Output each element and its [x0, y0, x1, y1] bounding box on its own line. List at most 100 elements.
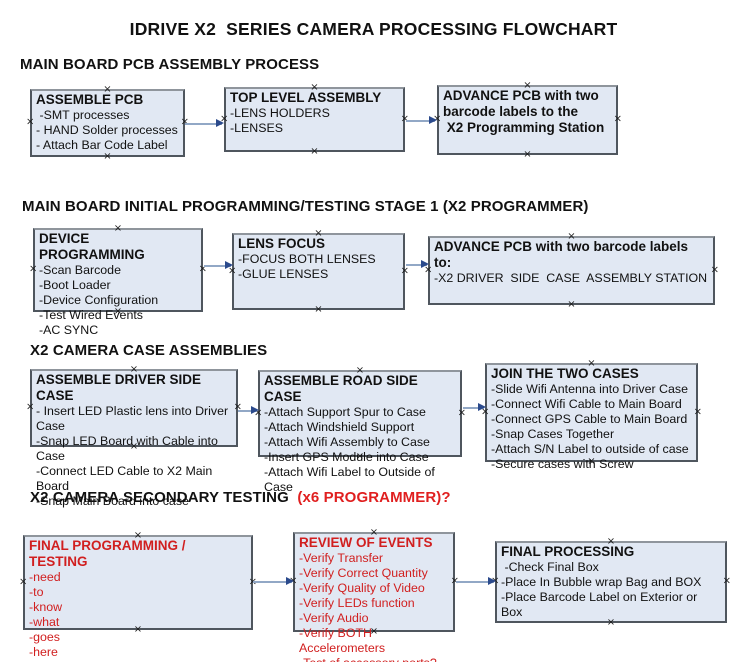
section-header-initial-programming: MAIN BOARD INITIAL PROGRAMMING/TESTING S…	[22, 198, 589, 215]
arrowhead-icon	[225, 261, 233, 269]
connection-handle-icon[interactable]: ×	[450, 575, 459, 587]
flow-box-final-programming-testing[interactable]: FINAL PROGRAMMING / TESTING -need-to-kno…	[19, 530, 257, 660]
connection-handle-icon[interactable]: ×	[523, 80, 532, 91]
connection-handle-icon[interactable]: ×	[355, 365, 365, 376]
connector-arrow[interactable]	[463, 403, 486, 411]
box-item: -Connect Wifi Cable to Main Board	[491, 397, 682, 411]
connection-handle-icon[interactable]: ×	[198, 263, 207, 275]
connection-handle-icon[interactable]: ×	[133, 624, 143, 635]
connection-handle-icon[interactable]: ×	[457, 407, 466, 419]
flow-box-top-level-assembly[interactable]: TOP LEVEL ASSEMBLY -LENS HOLDERS-LENSES …	[220, 82, 409, 157]
box-item: -Verify LEDs function	[299, 596, 415, 610]
box-title: JOIN THE TWO CASES	[491, 366, 639, 381]
connection-handle-icon[interactable]: ×	[693, 406, 702, 418]
connection-handle-icon[interactable]: ×	[400, 113, 409, 125]
box-item: - Attach Bar Code Label	[36, 138, 168, 152]
connection-handle-icon[interactable]: ×	[722, 575, 731, 587]
connection-handle-icon[interactable]: ×	[314, 304, 323, 315]
connector-arrow[interactable]	[406, 260, 429, 268]
box-items: - Insert LED Plastic lens into Driver Ca…	[36, 404, 232, 509]
connection-handle-icon[interactable]: ×	[355, 451, 365, 462]
connection-handle-icon[interactable]: ×	[613, 113, 622, 125]
flow-box-assemble-road-side-case[interactable]: ASSEMBLE ROAD SIDE CASE -Attach Support …	[254, 365, 466, 495]
connection-handle-icon[interactable]: ×	[181, 117, 189, 127]
connection-handle-icon[interactable]: ×	[129, 364, 139, 375]
connection-handle-icon[interactable]: ×	[400, 265, 409, 277]
box-item: -Attach S/N Label to outside of case	[491, 442, 689, 456]
connection-handle-icon[interactable]: ×	[369, 626, 379, 637]
box-title: ASSEMBLE DRIVER SIDE CASE	[36, 372, 205, 403]
arrowhead-icon	[429, 116, 437, 124]
box-item: -Attach Wifi Assembly to Case	[264, 435, 430, 449]
flow-box-review-of-events[interactable]: REVIEW OF EVENTS -Verify Transfer-Verify…	[289, 527, 459, 662]
connection-handle-icon[interactable]: ×	[310, 82, 319, 93]
connection-handle-icon[interactable]: ×	[433, 113, 442, 125]
connection-handle-icon[interactable]: ×	[587, 456, 596, 467]
box-title: TOP LEVEL ASSEMBLY	[230, 90, 382, 105]
box-items: -X2 DRIVER SIDE CASE ASSEMBLY STATION	[434, 271, 709, 286]
connection-handle-icon[interactable]: ×	[233, 401, 242, 413]
connection-handle-icon[interactable]: ×	[424, 264, 433, 276]
box-item: -need	[29, 570, 61, 584]
box-item: -Test Wired Events	[39, 308, 143, 322]
connector-arrow[interactable]	[406, 116, 437, 124]
flow-box-lens-focus[interactable]: LENS FOCUS -FOCUS BOTH LENSES-GLUE LENSE…	[228, 228, 409, 315]
connection-handle-icon[interactable]: ×	[103, 84, 112, 95]
box-item: -Check Final Box	[501, 560, 599, 574]
flow-box-advance-pcb-programming-station[interactable]: ADVANCE PCB with two barcode labels to t…	[433, 80, 622, 160]
connection-handle-icon[interactable]: ×	[29, 263, 38, 275]
connector-arrow[interactable]	[204, 261, 233, 269]
box-items: -Scan Barcode-Boot Loader-Device Configu…	[39, 263, 197, 338]
connection-handle-icon[interactable]: ×	[26, 116, 35, 128]
connector-arrow[interactable]	[456, 577, 496, 585]
connection-handle-icon[interactable]: ×	[369, 527, 379, 538]
connection-handle-icon[interactable]: ×	[113, 223, 123, 234]
flow-box-assemble-pcb[interactable]: ASSEMBLE PCB -SMT processes- HAND Solder…	[26, 84, 189, 162]
connection-handle-icon[interactable]: ×	[481, 406, 490, 418]
connection-handle-icon[interactable]: ×	[133, 530, 143, 541]
flow-box-final-processing[interactable]: FINAL PROCESSING -Check Final Box-Place …	[491, 536, 731, 628]
connection-handle-icon[interactable]: ×	[567, 231, 576, 242]
connector-arrow[interactable]	[253, 577, 294, 585]
box-title: ASSEMBLE PCB	[36, 92, 144, 107]
connection-handle-icon[interactable]: ×	[314, 228, 323, 239]
connection-handle-icon[interactable]: ×	[220, 113, 229, 125]
box-item: -know	[29, 600, 63, 614]
section-header-secondary-testing: X2 CAMERA SECONDARY TESTING (x6 PROGRAMM…	[30, 489, 451, 506]
connection-handle-icon[interactable]: ×	[103, 151, 112, 162]
connector-arrow[interactable]	[185, 119, 224, 127]
connection-handle-icon[interactable]: ×	[587, 358, 596, 369]
connection-handle-icon[interactable]: ×	[113, 306, 123, 317]
box-item: -Slide Wifi Antenna into Driver Case	[491, 382, 688, 396]
flow-box-device-programming[interactable]: DEVICE PROGRAMMING -Scan Barcode-Boot Lo…	[29, 223, 207, 338]
box-items: -FOCUS BOTH LENSES-GLUE LENSES	[238, 252, 399, 282]
flow-box-advance-pcb-driver-side[interactable]: ADVANCE PCB with two barcode labels to: …	[424, 231, 719, 310]
box-item: -Scan Barcode	[39, 263, 121, 277]
connector-arrow[interactable]	[238, 406, 259, 414]
flow-box-join-the-two-cases[interactable]: JOIN THE TWO CASES -Slide Wifi Antenna i…	[481, 358, 702, 472]
section-header-red-part: (x6 PROGRAMMER)?	[293, 489, 451, 506]
box-item: -GLUE LENSES	[238, 267, 329, 281]
box-items: -SMT processes- HAND Solder processes- A…	[36, 108, 179, 153]
connection-handle-icon[interactable]: ×	[710, 264, 719, 276]
connection-handle-icon[interactable]: ×	[310, 146, 319, 157]
box-title: ADVANCE PCB with two barcode labels to t…	[443, 88, 605, 135]
connection-handle-icon[interactable]: ×	[26, 401, 35, 413]
box-item: -Test of accessory ports?	[299, 656, 449, 662]
box-item: -Attach Wifi Label to Outside of Case	[264, 465, 439, 494]
box-items: -Slide Wifi Antenna into Driver Case-Con…	[491, 382, 692, 472]
connection-handle-icon[interactable]: ×	[129, 441, 139, 452]
connection-handle-icon[interactable]: ×	[567, 299, 576, 310]
box-item: -Place Barcode Label on Exterior or Box	[501, 590, 701, 619]
connection-handle-icon[interactable]: ×	[523, 149, 532, 160]
connection-handle-icon[interactable]: ×	[19, 576, 28, 588]
flow-box-assemble-driver-side-case[interactable]: ASSEMBLE DRIVER SIDE CASE - Insert LED P…	[26, 364, 242, 509]
box-item: -to	[29, 585, 44, 599]
connection-handle-icon[interactable]: ×	[249, 577, 257, 587]
connection-handle-icon[interactable]: ×	[606, 617, 616, 628]
connection-handle-icon[interactable]: ×	[606, 536, 616, 547]
connection-handle-icon[interactable]: ×	[228, 265, 237, 277]
box-item: -Verify Quality of Video	[299, 581, 425, 595]
box-item: -X2 DRIVER SIDE CASE ASSEMBLY STATION	[434, 271, 708, 285]
box-items: -need-to-know-what-goes-here	[29, 570, 247, 660]
